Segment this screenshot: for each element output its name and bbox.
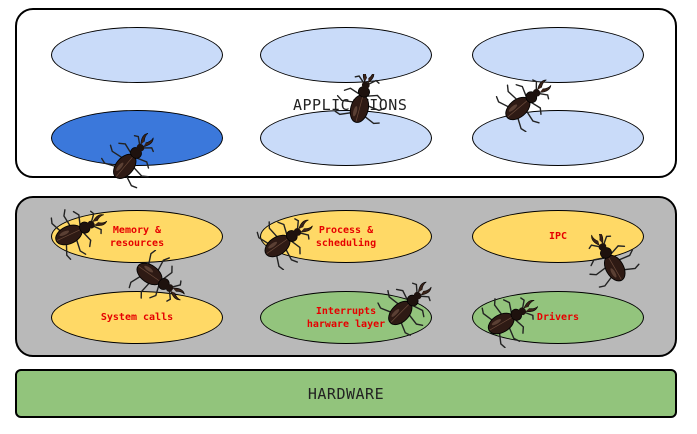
beetle-icon	[372, 280, 442, 336]
memory-resources-label: Memory & resources	[109, 224, 165, 249]
system-calls-component: System calls	[51, 291, 223, 344]
beetle-icon	[251, 214, 320, 270]
app-ellipse-6	[472, 110, 644, 166]
interrupts-hardware-label: Interrupts harware layer	[306, 305, 386, 330]
beetle-icon	[45, 204, 112, 260]
drivers-label: Drivers	[536, 312, 580, 323]
beetle-icon	[490, 76, 560, 132]
beetle-icon	[123, 250, 192, 306]
process-scheduling-label: Process & scheduling	[315, 224, 377, 249]
app-ellipse-5	[260, 110, 432, 166]
beetle-icon	[331, 74, 395, 130]
beetle-icon	[578, 234, 644, 290]
app-ellipse-2	[260, 27, 432, 83]
ipc-component: IPC	[472, 210, 644, 263]
beetle-icon	[96, 133, 166, 189]
app-ellipse-1	[51, 27, 223, 83]
hardware-layer: HARDWARE	[15, 369, 677, 418]
hardware-title: HARDWARE	[307, 385, 385, 403]
ipc-label: IPC	[548, 231, 568, 242]
app-ellipse-3	[472, 27, 644, 83]
beetle-icon	[476, 292, 544, 348]
applications-layer: APPLICATIONS	[15, 8, 677, 178]
system-calls-label: System calls	[100, 312, 174, 323]
kernel-layer: Memory & resources Process & scheduling …	[15, 196, 677, 357]
